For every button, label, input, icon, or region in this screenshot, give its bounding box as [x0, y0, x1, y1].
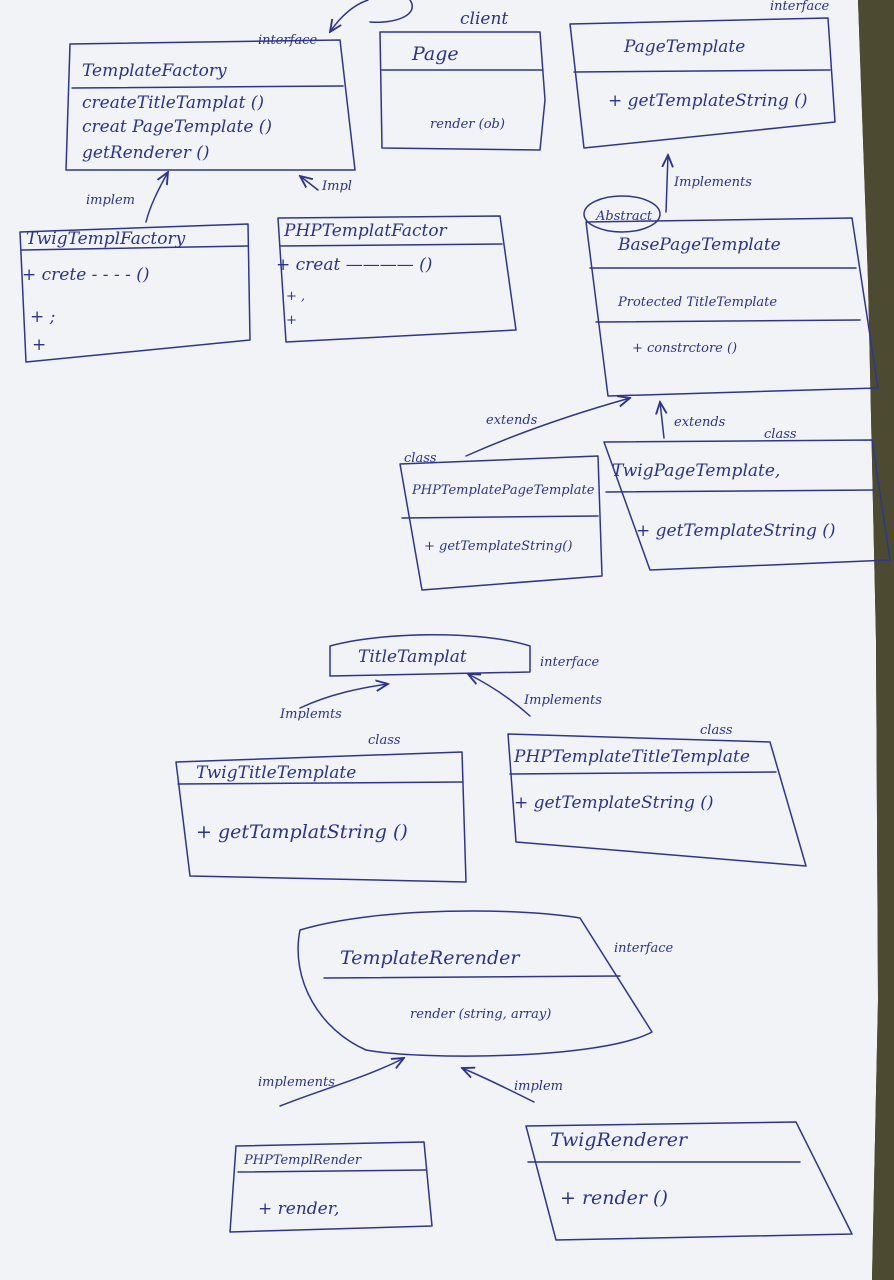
- title-template-stereotype: interface: [540, 655, 600, 670]
- twig-renderer-class: implem TwigRenderer + render (): [462, 1068, 853, 1241]
- php-page-link-label: extends: [486, 413, 538, 428]
- twig-renderer-name: TwigRenderer: [550, 1129, 689, 1151]
- base-page-template-abstract: Abstract Implements BasePageTemplate Pro…: [583, 155, 879, 397]
- php-page-template-class: class extends PHPTemplatePageTemplate + …: [399, 398, 630, 591]
- base-page-field: Protected TitleTemplate: [617, 295, 777, 310]
- twig-renderer-method: + render (): [560, 1187, 668, 1209]
- twig-title-template-class: class Implemts TwigTitleTemplate + getTa…: [175, 684, 467, 883]
- twig-renderer-link-label: implem: [514, 1079, 563, 1094]
- php-factory-method-3: +: [286, 313, 297, 328]
- php-title-link-label: Implements: [523, 693, 602, 708]
- template-renderer-method: render (string, array): [410, 1007, 551, 1022]
- php-template-factory-class: Impl PHPTemplatFactor + creat ———— () + …: [276, 176, 517, 343]
- php-templ-render-class: implements PHPTemplRender + render,: [229, 1058, 433, 1233]
- twig-page-template-class: class extends TwigPageTemplate, + getTem…: [603, 402, 891, 571]
- page-template-interface: interface PageTemplate + getTemplateStri…: [569, 0, 836, 149]
- twig-page-name: TwigPageTemplate,: [612, 461, 780, 481]
- base-page-link-label: Implements: [673, 175, 752, 190]
- php-page-method: + getTemplateString(): [424, 539, 572, 554]
- php-render-link-label: implements: [258, 1075, 335, 1090]
- base-page-stereotype: Abstract: [595, 209, 653, 224]
- title-template-name: TitleTamplat: [358, 647, 467, 667]
- template-renderer-stereotype: interface: [614, 941, 674, 956]
- twig-title-link-label: Implemts: [279, 707, 342, 722]
- twig-factory-method-1: + crete - - - - (): [22, 265, 150, 285]
- template-factory-method-2: creat PageTemplate (): [82, 117, 272, 137]
- twig-page-stereotype: class: [764, 427, 797, 442]
- php-title-method: + getTemplateString (): [514, 793, 714, 813]
- php-title-template-class: class Implements PHPTemplateTitleTemplat…: [468, 674, 807, 867]
- base-page-name: BasePageTemplate: [617, 235, 781, 255]
- php-factory-link-label: Impl: [321, 179, 352, 194]
- php-render-name: PHPTemplRender: [243, 1153, 362, 1168]
- php-title-name: PHPTemplateTitleTemplate: [513, 747, 750, 767]
- twig-title-name: TwigTitleTemplate: [196, 763, 356, 783]
- twig-page-link-label: extends: [674, 415, 726, 430]
- twig-template-factory-class: implem TwigTemplFactory + crete - - - - …: [19, 172, 251, 363]
- title-template-interface: TitleTamplat interface: [329, 634, 600, 677]
- twig-title-stereotype: class: [368, 733, 401, 748]
- template-factory-interface: interface TemplateFactory createTitleTam…: [65, 0, 369, 171]
- page-template-method: + getTemplateString (): [608, 91, 808, 111]
- page-template-stereotype: interface: [770, 0, 830, 14]
- template-factory-name: TemplateFactory: [82, 61, 227, 81]
- paper-shadow: [858, 0, 894, 1280]
- page-template-name: PageTemplate: [623, 37, 745, 57]
- php-factory-method-2: + ,: [286, 289, 305, 304]
- php-render-method: + render,: [258, 1199, 339, 1219]
- php-factory-name: PHPTemplatFactor: [283, 221, 448, 241]
- page-class-name: Page: [411, 43, 459, 65]
- base-page-method: + constrctore (): [632, 341, 737, 356]
- template-factory-stereotype: interface: [258, 33, 318, 48]
- twig-page-method: + getTemplateString (): [636, 521, 836, 541]
- page-render-method: render (ob): [430, 117, 505, 132]
- php-title-stereotype: class: [700, 723, 733, 738]
- template-factory-method-3: getRenderer (): [82, 143, 210, 163]
- page-client-box: client Page render (ob): [369, 0, 546, 151]
- twig-factory-method-3: +: [32, 335, 46, 355]
- client-label: client: [460, 9, 508, 29]
- twig-factory-name: TwigTemplFactory: [26, 229, 186, 249]
- template-renderer-name: TemplateRerender: [340, 947, 521, 969]
- php-page-name: PHPTemplatePageTemplate: [411, 483, 595, 498]
- template-renderer-interface: TemplateRerender interface render (strin…: [297, 910, 674, 1057]
- php-factory-method-1: + creat ———— (): [276, 255, 432, 275]
- template-factory-method-1: createTitleTamplat (): [82, 93, 264, 113]
- twig-factory-link-label: implem: [86, 193, 135, 208]
- twig-title-method: + getTamplatString (): [196, 821, 408, 843]
- twig-factory-method-2: + ;: [30, 307, 55, 327]
- php-page-stereotype: class: [404, 451, 437, 466]
